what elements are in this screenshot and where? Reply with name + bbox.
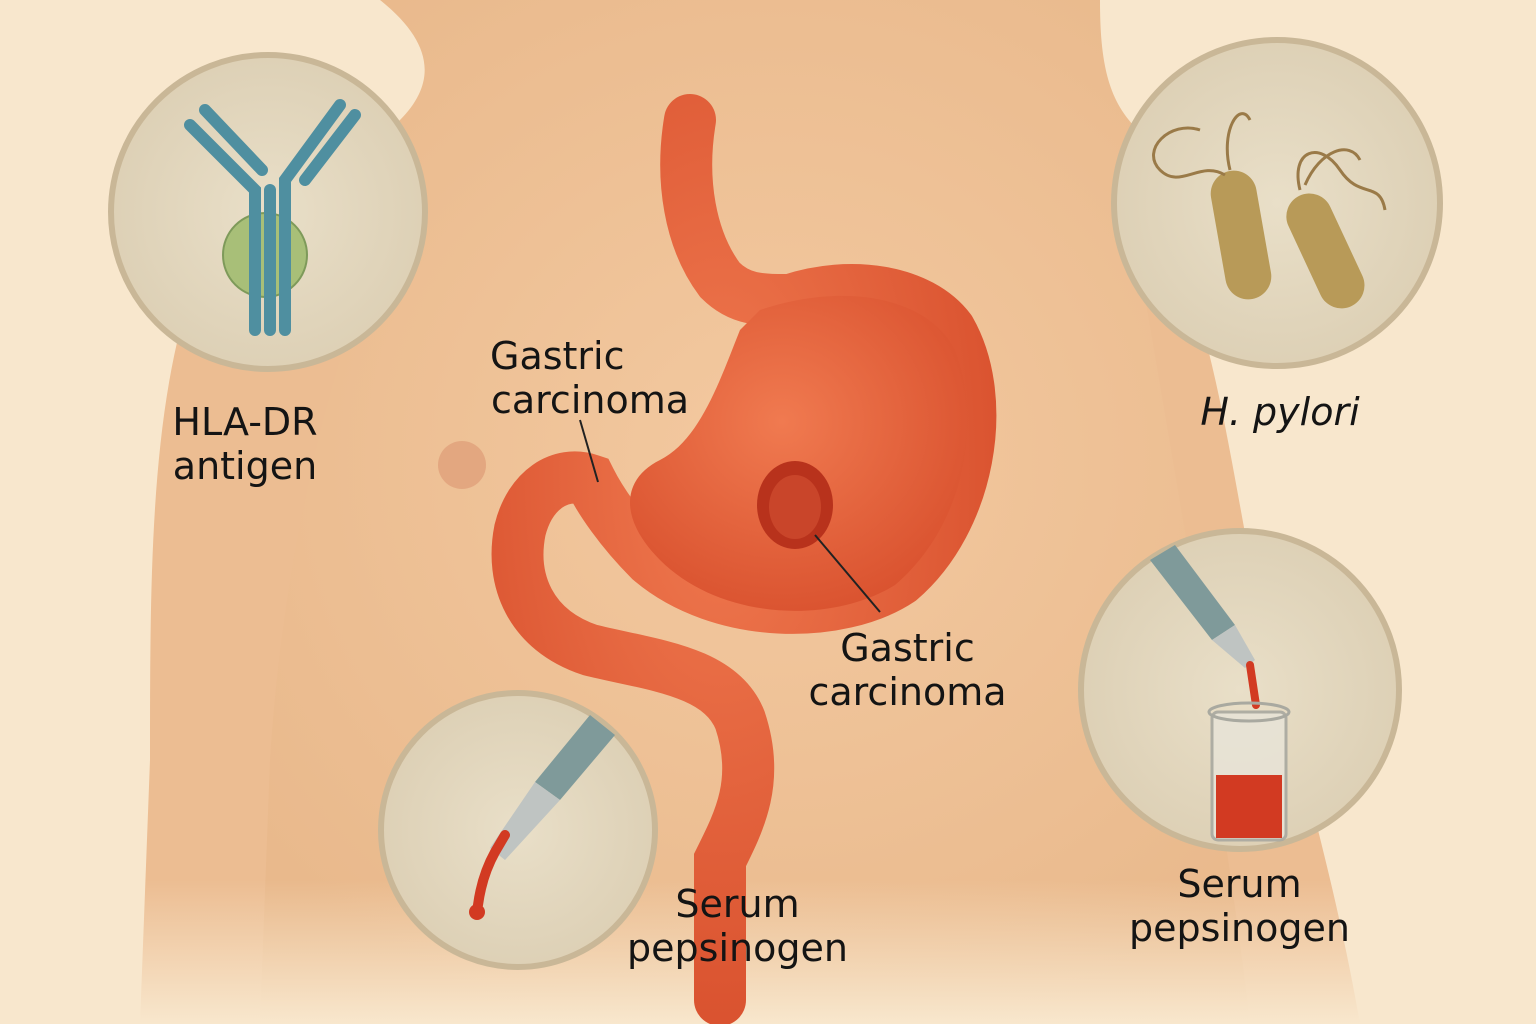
hla-dr-antigen-icon <box>108 52 428 372</box>
label-line: pepsinogen <box>1129 906 1350 950</box>
label-line: Serum <box>1177 862 1302 906</box>
label-line: H. pylori <box>1200 390 1360 434</box>
leader-line-top <box>579 419 599 483</box>
label-line: carcinoma <box>490 378 690 422</box>
blood-test-tube-icon <box>1078 528 1402 852</box>
label-hla-dr-antigen: HLA-DR antigen <box>160 400 330 488</box>
label-serum-pepsinogen-right: Serum pepsinogen <box>1122 862 1357 950</box>
label-line: antigen <box>172 444 318 488</box>
label-serum-pepsinogen-left: Serum pepsinogen <box>620 882 855 970</box>
label-line: HLA-DR <box>172 400 318 444</box>
label-line: Gastric <box>490 334 625 378</box>
stomach <box>491 94 997 1024</box>
leader-line-right <box>814 534 881 613</box>
label-line: Serum <box>675 882 800 926</box>
nipple-left <box>438 441 486 489</box>
label-line: Gastric <box>840 626 975 670</box>
label-h-pylori: H. pylori <box>1180 390 1380 434</box>
label-gastric-carcinoma-top: Gastric carcinoma <box>480 334 700 422</box>
label-line: pepsinogen <box>627 926 848 970</box>
blood-dropper-icon <box>378 690 658 970</box>
label-line: carcinoma <box>808 670 1007 714</box>
label-gastric-carcinoma-right: Gastric carcinoma <box>800 626 1015 714</box>
h-pylori-bacteria-icon <box>1111 37 1443 369</box>
